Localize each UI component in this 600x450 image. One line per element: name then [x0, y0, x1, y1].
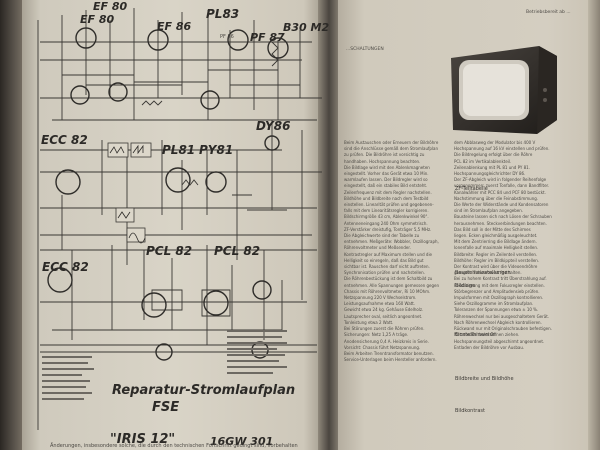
circuit-schematic — [37, 8, 322, 430]
tube-label: EF 86 — [157, 20, 192, 33]
tube-label: EF 80 — [80, 13, 115, 26]
schematic-footer-note: Änderungen, insbesondere solche, die dur… — [50, 443, 298, 449]
tube-label: PL83 — [206, 7, 240, 21]
tube-label: EF 80 — [93, 0, 128, 13]
page-edges-right — [588, 0, 600, 450]
section-heading: Bausteineinstellungen — [455, 270, 511, 276]
section-heading: Bildbreite und Bildhöhe — [455, 376, 514, 382]
tube-label: ECC 82 — [41, 133, 88, 147]
tube-label: PCL 82 — [214, 244, 261, 258]
book-spine-left — [0, 0, 24, 450]
page-header-right: Betriebsbereit ab ... — [526, 10, 571, 15]
section-heading: Bildkontrast — [455, 408, 485, 414]
schematic-chassis: 16GW 301 — [210, 435, 274, 448]
tube-label: PL81 — [162, 143, 196, 157]
section-heading: Einstellhinweise — [455, 332, 496, 338]
section-heading: Bildlage — [455, 283, 476, 289]
book-gutter — [318, 0, 340, 450]
tube-label: PCL 82 — [146, 244, 193, 258]
tube-label: PF 87 — [250, 31, 285, 44]
tube-label: ECC 82 — [42, 260, 89, 274]
schematic-model: "IRIS 12" — [110, 432, 176, 447]
tube-label: B30 M2 — [283, 21, 330, 34]
page-header-left: ...SCHALTUNGEN — [346, 47, 384, 52]
text-column-left: Beim Austauschen oder Erneuern der Bildr… — [344, 140, 440, 363]
tube-label: DY86 — [256, 119, 291, 133]
television-photo — [451, 46, 557, 134]
schematic-brand: FSE — [152, 400, 180, 415]
tube-label: PF 86 — [220, 34, 234, 40]
tube-label: PY81 — [199, 143, 234, 157]
section-heading: ZF-Teiltabelle — [455, 186, 488, 192]
schematic-title: Reparatur-Stromlaufplan — [112, 383, 296, 398]
